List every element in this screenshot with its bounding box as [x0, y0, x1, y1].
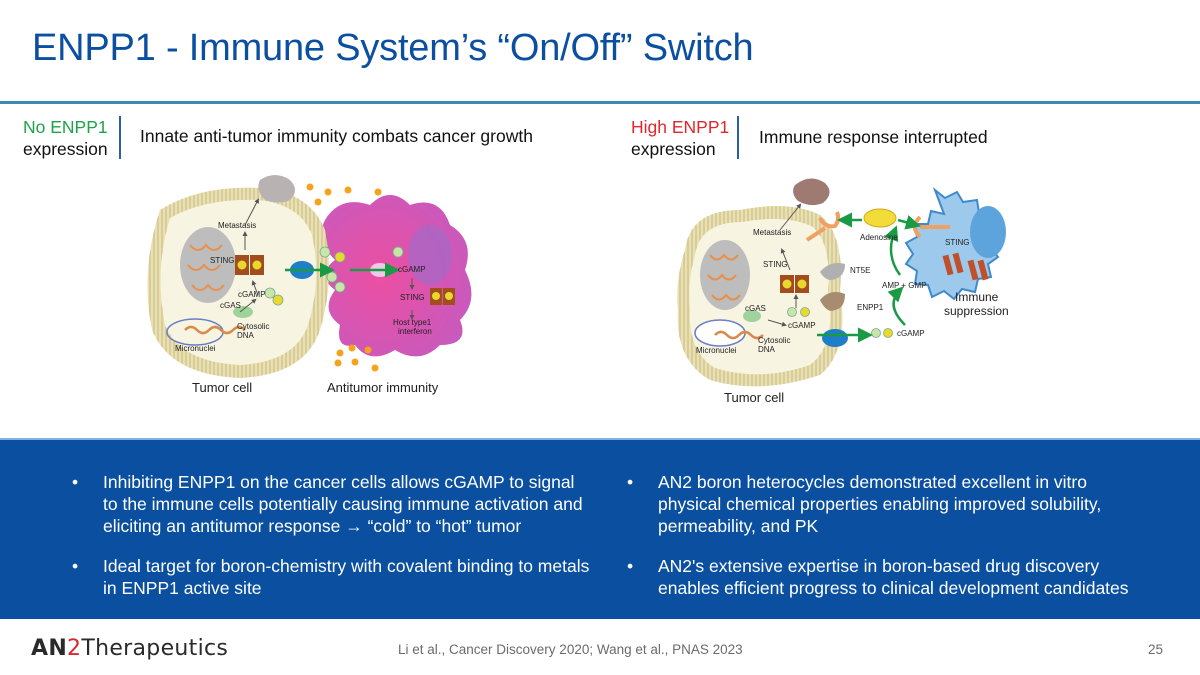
slide-title: ENPP1 - Immune System’s “On/Off” Switch	[32, 27, 754, 69]
sting-dimer	[235, 255, 264, 275]
label-adenosine: Adenosine	[860, 233, 898, 242]
interferon-dots	[306, 183, 382, 372]
right-pathway-diagram: Metastasis Adenosine STING STING NT5E AM…	[677, 178, 1009, 405]
label-cytosolic: Cytosolic	[758, 336, 790, 345]
tumor-cell-shape	[677, 206, 843, 387]
bullet-dot: •	[627, 472, 634, 492]
label-tumor-cell: Tumor cell	[192, 380, 252, 395]
label-cgas: cGAS	[745, 304, 766, 313]
bullet-line: eliciting an antitumor response → “cold”…	[103, 516, 522, 536]
label-sting-immune: STING	[945, 238, 969, 247]
immune-cell-shape	[904, 186, 1006, 301]
bullet-line: Inhibiting ENPP1 on the cancer cells all…	[103, 472, 575, 492]
citation: Li et al., Cancer Discovery 2020; Wang e…	[398, 642, 743, 657]
label-sting: STING	[210, 256, 234, 265]
label-suppression: suppression	[944, 304, 1009, 318]
label-nt5e: NT5E	[850, 266, 870, 275]
left-condition-label: No ENPP1 expression	[23, 116, 108, 160]
label-host-type1: Host type1	[393, 318, 432, 327]
bullet-dot: •	[72, 556, 79, 576]
company-logo: AN2Therapeutics	[31, 636, 228, 661]
nt5e-enzyme	[820, 263, 845, 281]
tumor-cell-shape	[147, 187, 329, 378]
adenosine-molecule	[863, 208, 897, 228]
right-condition-label: High ENPP1 expression	[631, 116, 729, 160]
label-dna: DNA	[758, 345, 776, 354]
title-divider	[0, 101, 1200, 104]
organ-icon	[793, 178, 830, 206]
key-points-panel: • Inhibiting ENPP1 on the cancer cells a…	[0, 438, 1200, 619]
label-sting: STING	[763, 260, 787, 269]
bullet-line: Ideal target for boron-chemistry with co…	[103, 556, 590, 576]
right-condition-description: Immune response interrupted	[759, 127, 988, 147]
label-cgamp: cGAMP	[788, 321, 816, 330]
label-interferon: interferon	[398, 327, 432, 336]
left-pathway-diagram: Metastasis STING cGAMP cGAS Cytosolic DN…	[147, 175, 472, 395]
organ-icon	[258, 175, 295, 203]
sting-dimer	[780, 275, 809, 293]
immune-sting-dimer	[430, 288, 455, 305]
enpp1-enzyme	[820, 292, 845, 311]
bullet-dot: •	[72, 472, 79, 492]
label-metastasis: Metastasis	[218, 221, 256, 230]
bullet-line: enables efficient progress to clinical d…	[658, 578, 1129, 598]
label-cytosolic: Cytosolic	[237, 322, 269, 331]
bullet-line: to the immune cells potentially causing …	[103, 494, 583, 514]
label-cgas: cGAS	[220, 301, 241, 310]
bullet-dot: •	[627, 556, 634, 576]
bullet-line: physical chemical properties enabling im…	[658, 494, 1102, 514]
cgamp-molecules	[264, 246, 404, 306]
left-condition-highlight: No ENPP1	[23, 117, 108, 137]
label-micronuclei: Micronuclei	[175, 344, 216, 353]
bullet-line: in ENPP1 active site	[103, 578, 262, 598]
bullet-line: permeability, and PK	[658, 516, 819, 536]
bullet-line: AN2 boron heterocycles demonstrated exce…	[658, 472, 1087, 492]
page-number: 25	[1148, 642, 1164, 657]
label-amp-gmp: AMP + GMP	[882, 281, 927, 290]
left-condition-rest: expression	[23, 139, 108, 159]
immune-cell-shape	[321, 195, 472, 357]
label-metastasis: Metastasis	[753, 228, 791, 237]
transporter-icon	[822, 329, 848, 347]
label-enpp1: ENPP1	[857, 303, 884, 312]
left-condition-description: Innate anti-tumor immunity combats cance…	[140, 126, 533, 146]
label-cgamp: cGAMP	[238, 290, 266, 299]
bullet-line: AN2's extensive expertise in boron-based…	[658, 556, 1100, 576]
label-dna: DNA	[237, 331, 255, 340]
label-micronuclei: Micronuclei	[696, 346, 737, 355]
logo-two: 2	[67, 636, 82, 661]
right-condition-highlight: High ENPP1	[631, 117, 730, 137]
label-tumor-cell: Tumor cell	[724, 390, 784, 405]
label-cgamp-out: cGAMP	[897, 329, 925, 338]
label-sting-immune: STING	[400, 293, 424, 302]
logo-therapeutics: Therapeutics	[81, 636, 229, 661]
logo-an: AN	[31, 636, 68, 661]
label-antitumor-immunity: Antitumor immunity	[327, 380, 439, 395]
right-condition-rest: expression	[631, 139, 716, 159]
right-condition-divider	[737, 116, 739, 159]
left-condition-divider	[119, 116, 121, 159]
label-cgamp-immune: cGAMP	[398, 265, 426, 274]
label-immune: Immune	[955, 290, 999, 304]
